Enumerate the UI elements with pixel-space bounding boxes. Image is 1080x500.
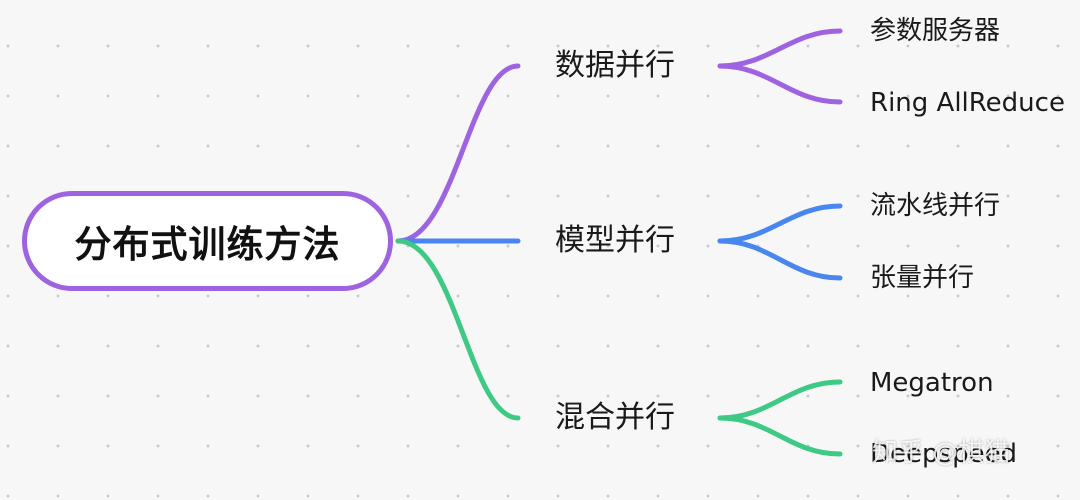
connector-hybrid-deepspeed xyxy=(717,415,843,457)
leaf-node-parameter-server[interactable]: 参数服务器 xyxy=(870,16,1001,46)
branch-node-hybrid-parallel[interactable]: 混合并行 xyxy=(555,400,675,435)
root-node-label: 分布式训练方法 xyxy=(74,223,341,266)
leaf-node-ring-allreduce[interactable]: Ring AllReduce xyxy=(870,88,1065,118)
watermark: 知乎 @棋猫 xyxy=(872,438,1011,468)
branch-node-model-parallel[interactable]: 模型并行 xyxy=(555,223,675,258)
root-node[interactable]: 分布式训练方法 xyxy=(22,191,393,291)
connector-model-parallel-pipeline xyxy=(717,203,843,244)
leaf-node-deepspeed[interactable]: Deepspeed xyxy=(870,439,1018,469)
leaf-node-tensor-parallel[interactable]: 张量并行 xyxy=(870,263,975,293)
connector-data-parallel-ps xyxy=(717,28,843,69)
connector-root-data-parallel xyxy=(395,63,521,244)
connector-data-parallel-ring xyxy=(717,63,843,105)
leaf-node-megatron[interactable]: Megatron xyxy=(870,368,994,398)
connector-hybrid-megatron xyxy=(717,379,843,421)
connector-model-parallel-tensor xyxy=(717,238,843,281)
leaf-node-pipeline-parallel[interactable]: 流水线并行 xyxy=(870,191,1001,221)
connector-root-hybrid-parallel xyxy=(395,238,521,421)
branch-node-data-parallel[interactable]: 数据并行 xyxy=(555,48,675,83)
